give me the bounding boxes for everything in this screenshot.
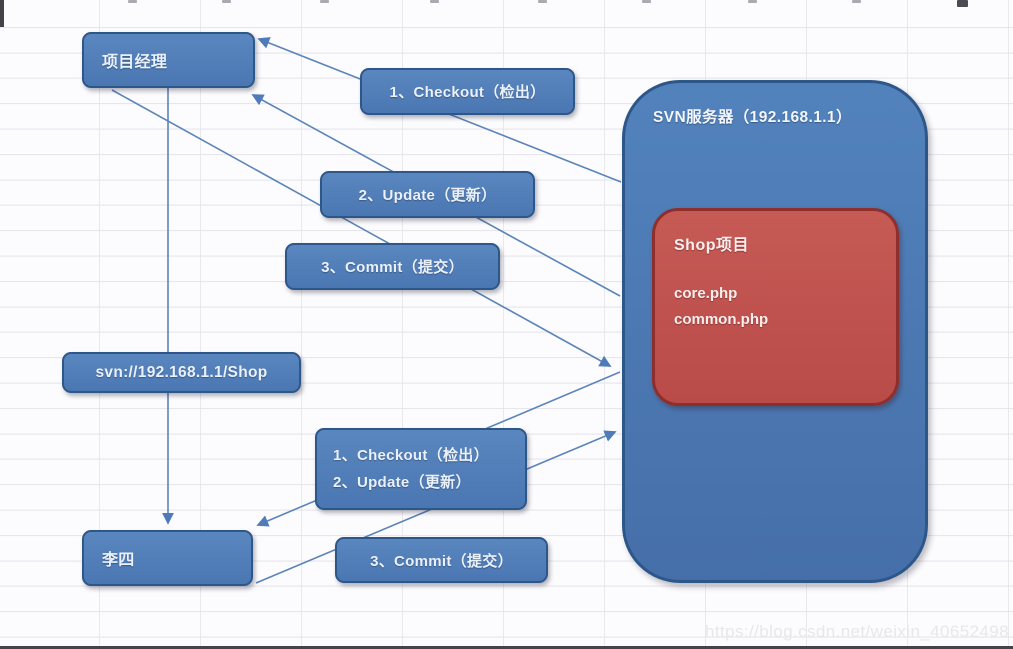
shop-project-file-list: core.php common.php [655, 281, 896, 333]
node-developer-lisi: 李四 [82, 530, 253, 586]
cropped-text-fragment [430, 0, 439, 3]
label-developer-commit: 3、Commit（提交） [335, 537, 548, 583]
screenshot-edge-artifact [0, 646, 1013, 649]
csdn-watermark: https://blog.csdn.net/weixin_40652498 [704, 622, 1009, 641]
svn-server-title: SVN服务器（192.168.1.1） [653, 109, 852, 126]
label-pm-commit: 3、Commit（提交） [285, 243, 500, 290]
node-shop-project: Shop项目 core.php common.php [652, 208, 899, 406]
shop-project-title: Shop项目 [674, 237, 749, 254]
connector-pm-commit-to-server [111, 89, 612, 367]
node-project-manager: 项目经理 [82, 32, 255, 88]
label-developer-update: 2、Update（更新） [333, 474, 471, 491]
cropped-text-fragment [538, 0, 547, 3]
cropped-text-fragment [320, 0, 329, 3]
cropped-text-fragment [957, 0, 968, 7]
label-pm-update: 2、Update（更新） [320, 171, 535, 218]
project-file-core: core.php [674, 285, 738, 302]
cropped-text-fragment [128, 0, 137, 3]
label-developer-checkout-update: 1、Checkout（检出） 2、Update（更新） [315, 428, 527, 510]
cropped-text-fragment [642, 0, 651, 3]
cropped-text-fragment [852, 0, 861, 3]
cropped-text-fragment [222, 0, 231, 3]
label-developer-checkout: 1、Checkout（检出） [333, 447, 489, 464]
node-repo-url: svn://192.168.1.1/Shop [62, 352, 301, 393]
screenshot-edge-artifact [0, 0, 4, 27]
cropped-text-fragment [748, 0, 757, 3]
project-file-common: common.php [674, 311, 769, 328]
label-pm-checkout: 1、Checkout（检出） [360, 68, 575, 115]
